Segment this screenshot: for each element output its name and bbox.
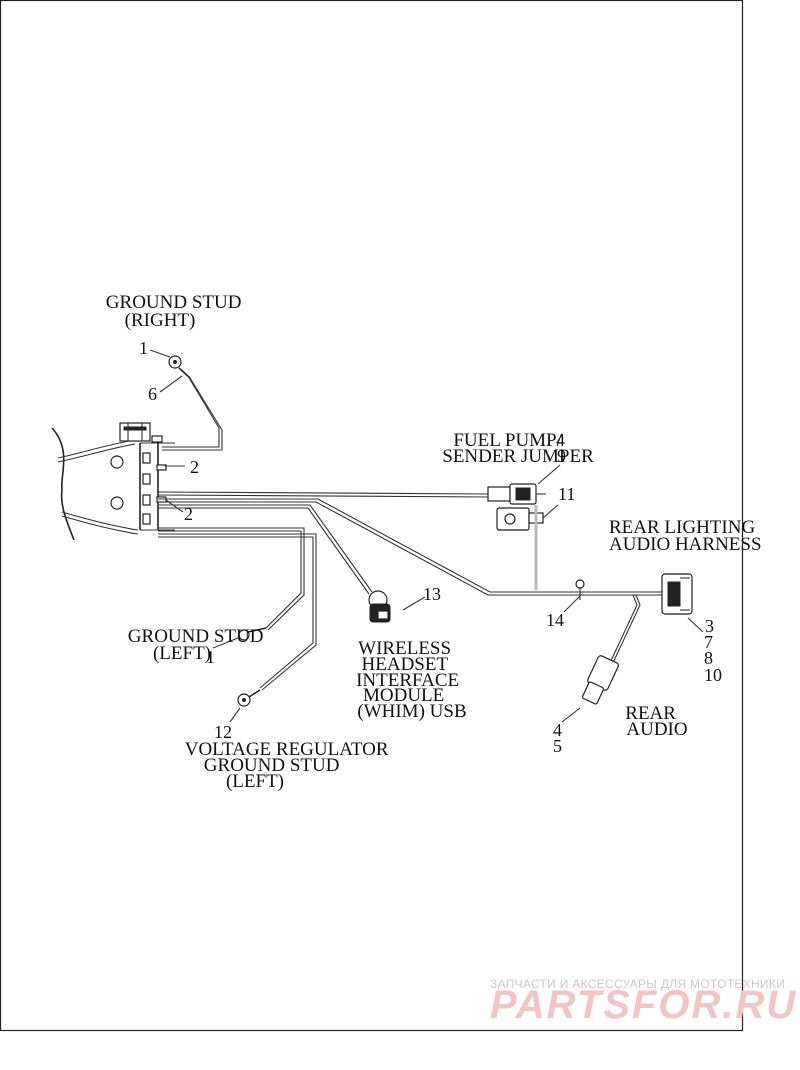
page-frame	[0, 0, 744, 1032]
watermark: ЗАПЧАСТИ И АКСЕССУАРЫ ДЛЯ МОТОТЕХНИКИ PA…	[490, 977, 797, 1027]
callout-7: 7	[704, 632, 713, 652]
callout-3: 3	[705, 616, 714, 636]
callout-13: 13	[423, 584, 441, 604]
callout-4-fuel: 4	[556, 430, 565, 450]
watermark-tagline: ЗАПЧАСТИ И АКСЕССУАРЫ ДЛЯ МОТОТЕХНИКИ	[490, 977, 785, 991]
frame-outline	[51, 427, 139, 541]
label-whim: WIRELESS HEADSET INTERFACE MODULE (WHIM)…	[356, 638, 467, 722]
callout-4-rear: 4	[553, 720, 562, 740]
label-rear-audio: REAR AUDIO	[625, 703, 687, 740]
harness-fuel-pump	[157, 483, 546, 505]
frame-bracket	[119, 422, 175, 531]
leader-lines	[149, 349, 704, 723]
callout-1-top: 1	[139, 338, 148, 358]
callout-9-fuel: 9	[557, 446, 566, 466]
label-ground-stud-right: GROUND STUD (RIGHT)	[106, 292, 246, 331]
callout-11: 11	[558, 484, 575, 504]
ground-stud-right	[162, 355, 223, 451]
watermark-brand: PARTSFOR.RU	[490, 983, 797, 1027]
callout-2-lower: 2	[184, 504, 193, 524]
callout-8: 8	[704, 648, 713, 668]
label-ground-stud-left: GROUND STUD (LEFT)	[128, 626, 268, 664]
callout-1-left: 1	[206, 647, 215, 667]
label-rear-lighting: REAR LIGHTING AUDIO HARNESS	[609, 517, 762, 555]
label-voltage-regulator: VOLTAGE REGULATOR GROUND STUD (LEFT)	[185, 739, 394, 792]
harness-whim	[158, 504, 391, 623]
callout-14: 14	[546, 610, 564, 630]
harness-left-grounds	[158, 527, 317, 707]
component-labels: GROUND STUD (RIGHT) FUEL PUMP/ SENDER JU…	[106, 292, 762, 792]
callout-6: 6	[148, 384, 157, 404]
callout-5: 5	[553, 736, 562, 756]
callout-2-upper: 2	[190, 457, 199, 477]
label-fuel-pump: FUEL PUMP/ SENDER JUMPER	[442, 430, 594, 467]
callout-12: 12	[214, 722, 232, 742]
callout-10: 10	[704, 665, 722, 685]
harness-rear-lighting	[158, 498, 693, 705]
callout-numbers: 1 6 2 2 4 9 11 13 14 3 7 8 10 4 5 1 12	[139, 338, 722, 756]
